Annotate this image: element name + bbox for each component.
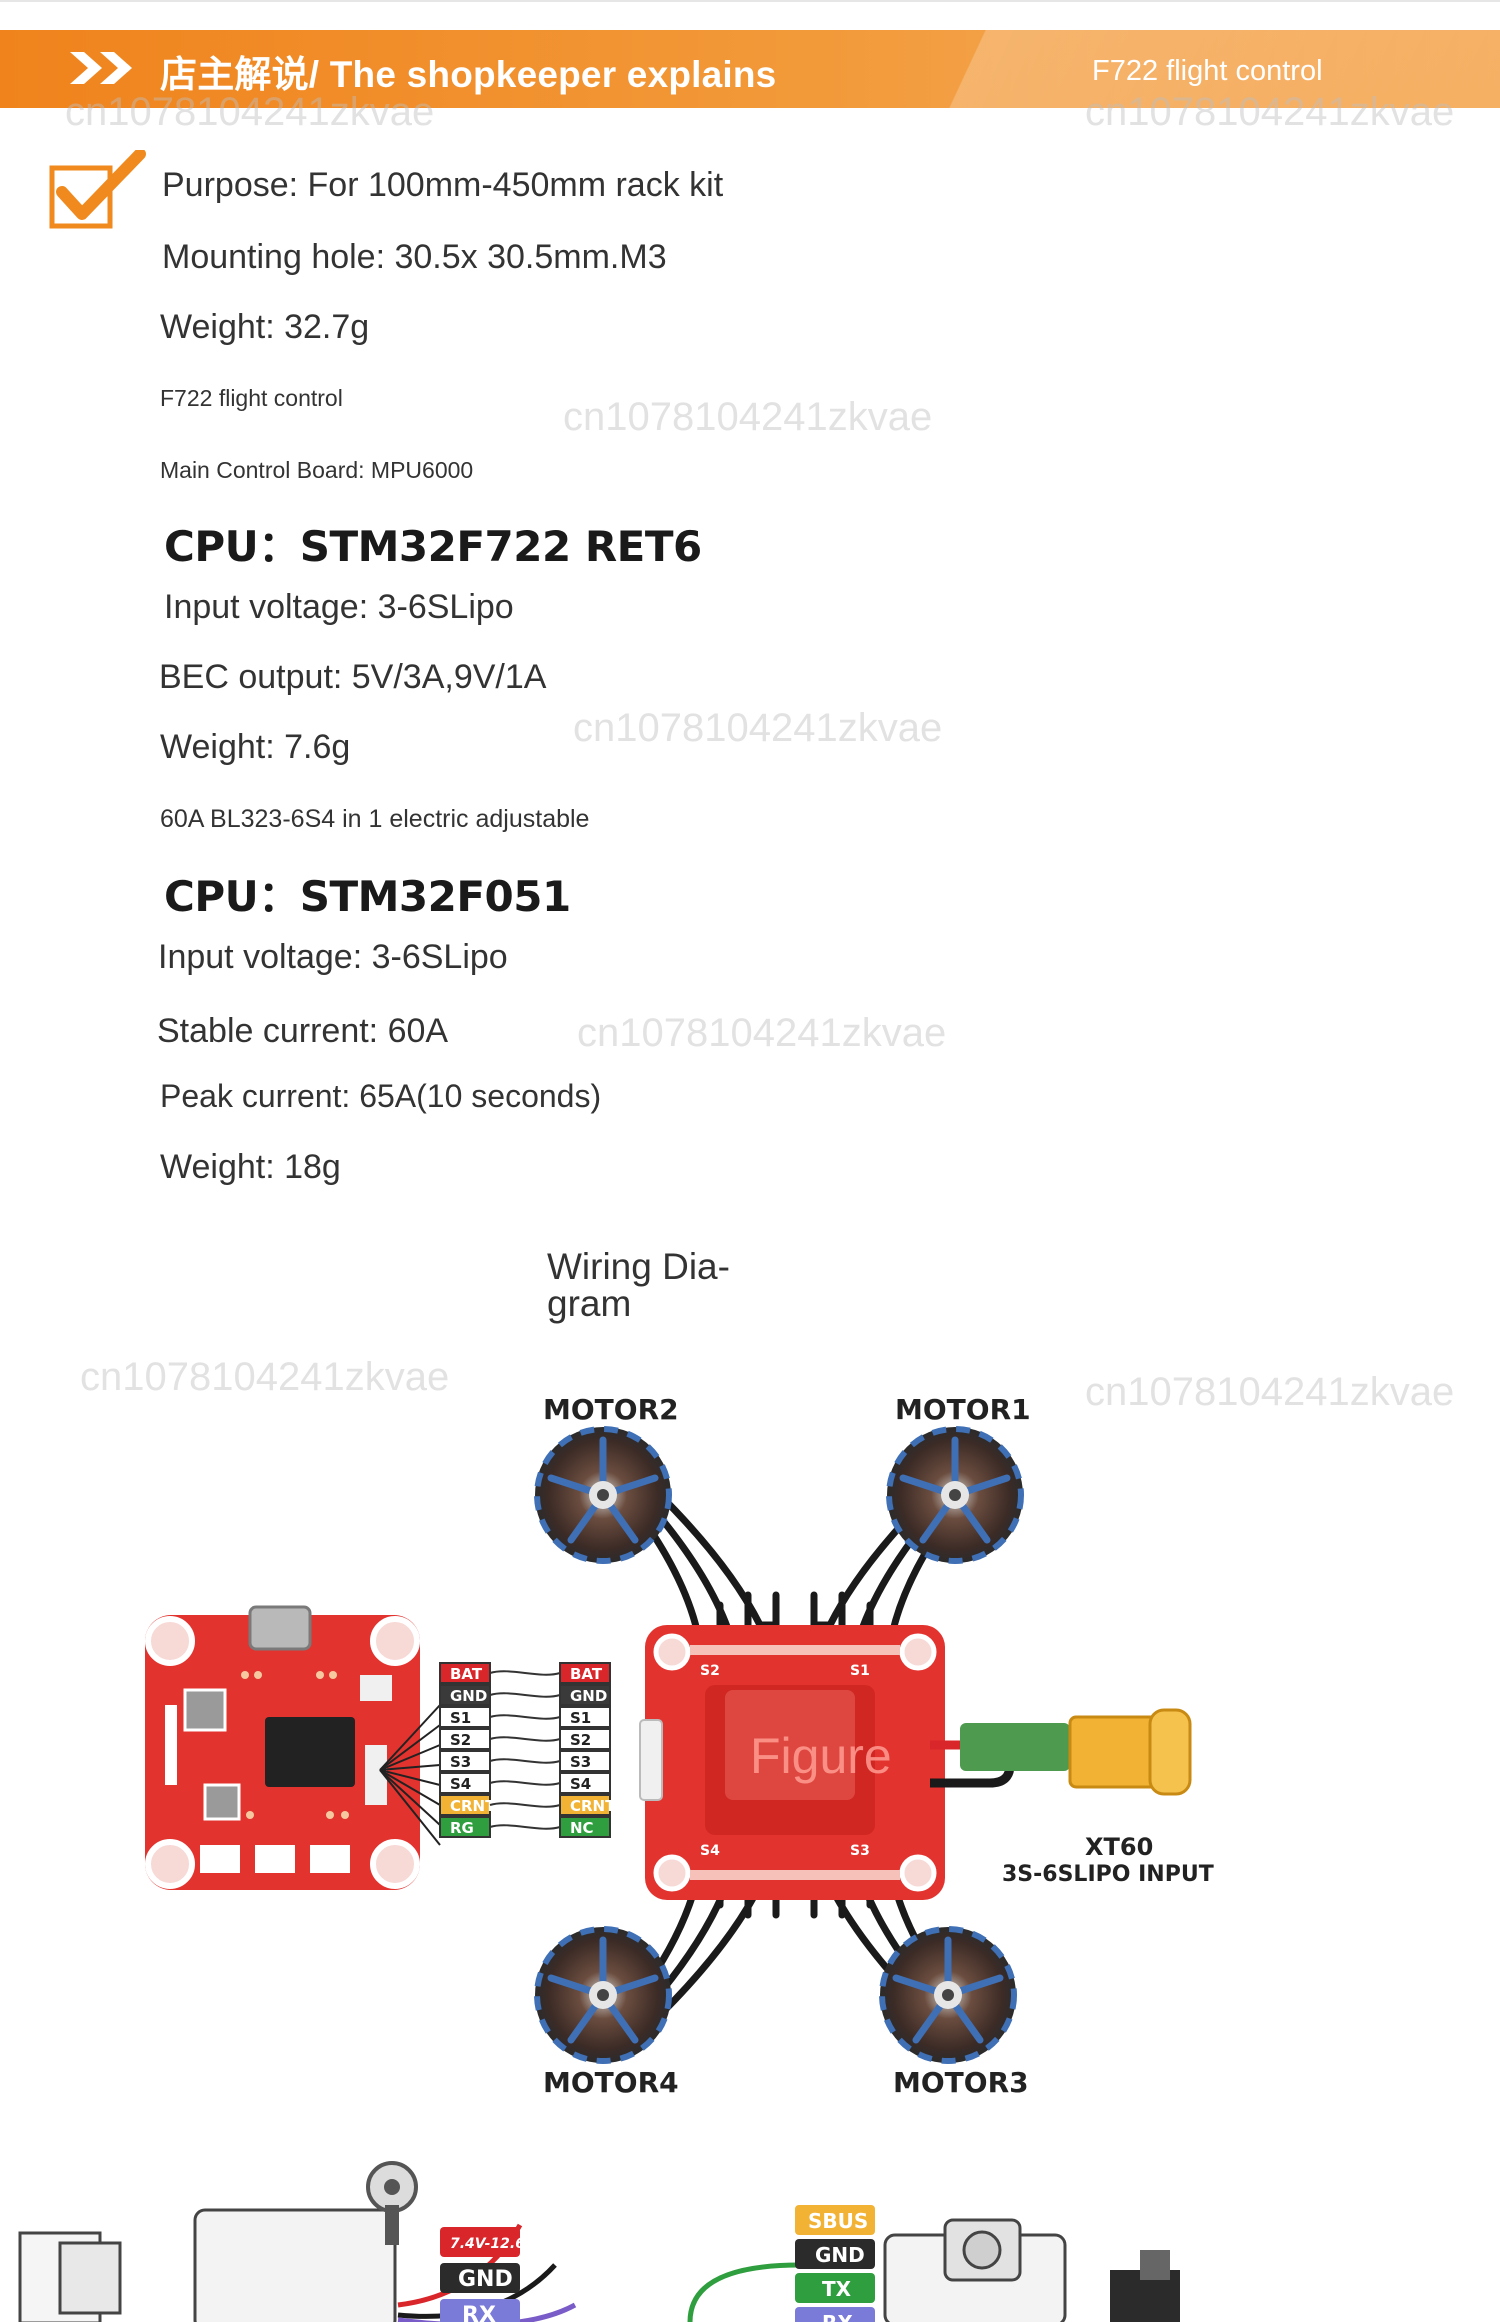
connector-label: GND <box>570 1687 607 1705</box>
esc-pad-label: S3 <box>850 1843 870 1859</box>
bottom-right-labels: SBUS GND TX RX <box>687 2205 875 2322</box>
motor-4 <box>534 1926 672 2064</box>
connector-wire <box>489 1736 561 1742</box>
wiring-diagram: MOTOR2 MOTOR1 MOTOR4 MOTOR3 BAT BAT GND GND… <box>18 1393 1214 2322</box>
connector-label: S4 <box>570 1775 591 1793</box>
connector-label: S4 <box>450 1775 471 1793</box>
spec-fc-input-voltage: Input voltage: 3-6SLipo <box>164 588 514 626</box>
connector-wire <box>489 1714 561 1720</box>
watermark: cn1078104241zkvae <box>1085 90 1455 134</box>
connector-label: S2 <box>570 1731 591 1749</box>
connector-label: S3 <box>450 1753 471 1771</box>
sbus-label: SBUS <box>808 2209 868 2233</box>
connector-label: S3 <box>570 1753 591 1771</box>
xt60-sub-label: 3S-6SLIPO INPUT <box>1002 1862 1214 1887</box>
motor-2 <box>534 1426 672 1564</box>
watermark: cn1078104241zkvae <box>80 1355 450 1399</box>
motor-3 <box>879 1926 1017 2064</box>
xt60-label: XT60 <box>1085 1833 1153 1861</box>
motor1-label: MOTOR1 <box>895 1393 1031 1426</box>
connector-label: NC <box>570 1819 594 1837</box>
watermark: cn1078104241zkvae <box>577 1011 947 1055</box>
motor3-label: MOTOR3 <box>893 2066 1029 2099</box>
spec-esc-stable-current: Stable current: 60A <box>157 1012 449 1050</box>
esc-pad-label: S2 <box>700 1663 720 1679</box>
gnd-label: GND <box>815 2243 865 2267</box>
esc-overlay-text: Figure <box>750 1728 892 1784</box>
connector-label: RG <box>450 1819 474 1837</box>
power-label: 7.4V-12.6V <box>450 2236 537 2252</box>
fc-heading: F722 flight control <box>160 385 343 411</box>
banner-product-label: F722 flight control <box>1092 55 1323 87</box>
spec-mounting-hole: Mounting hole: 30.5x 30.5mm.M3 <box>162 238 667 276</box>
connector-wire <box>489 1824 561 1830</box>
spec-fc-cpu: CPU：STM32F722 RET6 <box>164 522 702 571</box>
esc-board: Figure S2 S1 S4 S3 <box>639 1625 945 1900</box>
banner-title: 店主解说/ The shopkeeper explains <box>160 54 777 95</box>
wiring-diagram-title: Wiring Dia- gram <box>547 1246 730 1324</box>
connector-label: GND <box>450 1687 487 1705</box>
connector-label: S1 <box>450 1709 471 1727</box>
connector-wire <box>489 1780 561 1786</box>
rx-label: RX <box>822 2311 853 2322</box>
spec-main-control-board: Main Control Board: MPU6000 <box>160 457 474 483</box>
esc-pad-label: S1 <box>850 1663 870 1679</box>
connector-label: BAT <box>450 1665 483 1683</box>
double-arrow-icon <box>70 52 132 84</box>
connector-label: S1 <box>570 1709 591 1727</box>
spec-esc-input-voltage: Input voltage: 3-6SLipo <box>158 938 508 976</box>
motor4-label: MOTOR4 <box>543 2066 679 2099</box>
connector-label: CRNT <box>450 1797 496 1815</box>
motor2-label: MOTOR2 <box>543 1393 679 1426</box>
spec-esc-cpu: CPU：STM32F051 <box>164 872 571 921</box>
top-divider <box>0 0 1500 2</box>
flight-controller-board <box>145 1605 420 1890</box>
motor-1 <box>886 1426 1024 1564</box>
connector-wire <box>489 1692 561 1698</box>
spec-esc-peak-current: Peak current: 65A(10 seconds) <box>160 1078 602 1114</box>
spec-weight-kit: Weight: 32.7g <box>160 308 370 346</box>
watermark: cn1078104241zkvae <box>573 706 943 750</box>
gnd-label: GND <box>458 2267 513 2292</box>
banner-decoration <box>880 30 1500 108</box>
connector-wire <box>489 1802 561 1808</box>
spec-esc-weight: Weight: 18g <box>160 1148 341 1186</box>
bottom-right-device <box>883 2218 1180 2322</box>
esc-heading: 60A BL323-6S4 in 1 electric adjustable <box>160 805 590 833</box>
tx-label: TX <box>822 2277 852 2301</box>
rx-label: RX <box>462 2303 496 2322</box>
connector-label: S2 <box>450 1731 471 1749</box>
spec-fc-bec-output: BEC output: 5V/3A,9V/1A <box>159 658 547 696</box>
watermark: cn1078104241zkvae <box>65 90 435 134</box>
connector-wire <box>489 1758 561 1764</box>
checkmark-icon <box>49 150 146 229</box>
esc-pad-label: S4 <box>700 1843 720 1859</box>
watermark: cn1078104241zkvae <box>563 395 933 439</box>
bottom-left-labels: 7.4V-12.6V GND RX <box>440 2227 537 2322</box>
connector-label: CRNT <box>570 1797 616 1815</box>
spec-purpose: Purpose: For 100mm-450mm rack kit <box>162 166 724 204</box>
bottom-left-device <box>18 2161 577 2322</box>
connector-label: BAT <box>570 1665 603 1683</box>
header-banner <box>0 30 1500 108</box>
connector-wire <box>489 1670 561 1676</box>
xt60-connector <box>930 1708 1192 1796</box>
watermark: cn1078104241zkvae <box>1085 1370 1455 1414</box>
spec-fc-weight: Weight: 7.6g <box>160 728 351 766</box>
